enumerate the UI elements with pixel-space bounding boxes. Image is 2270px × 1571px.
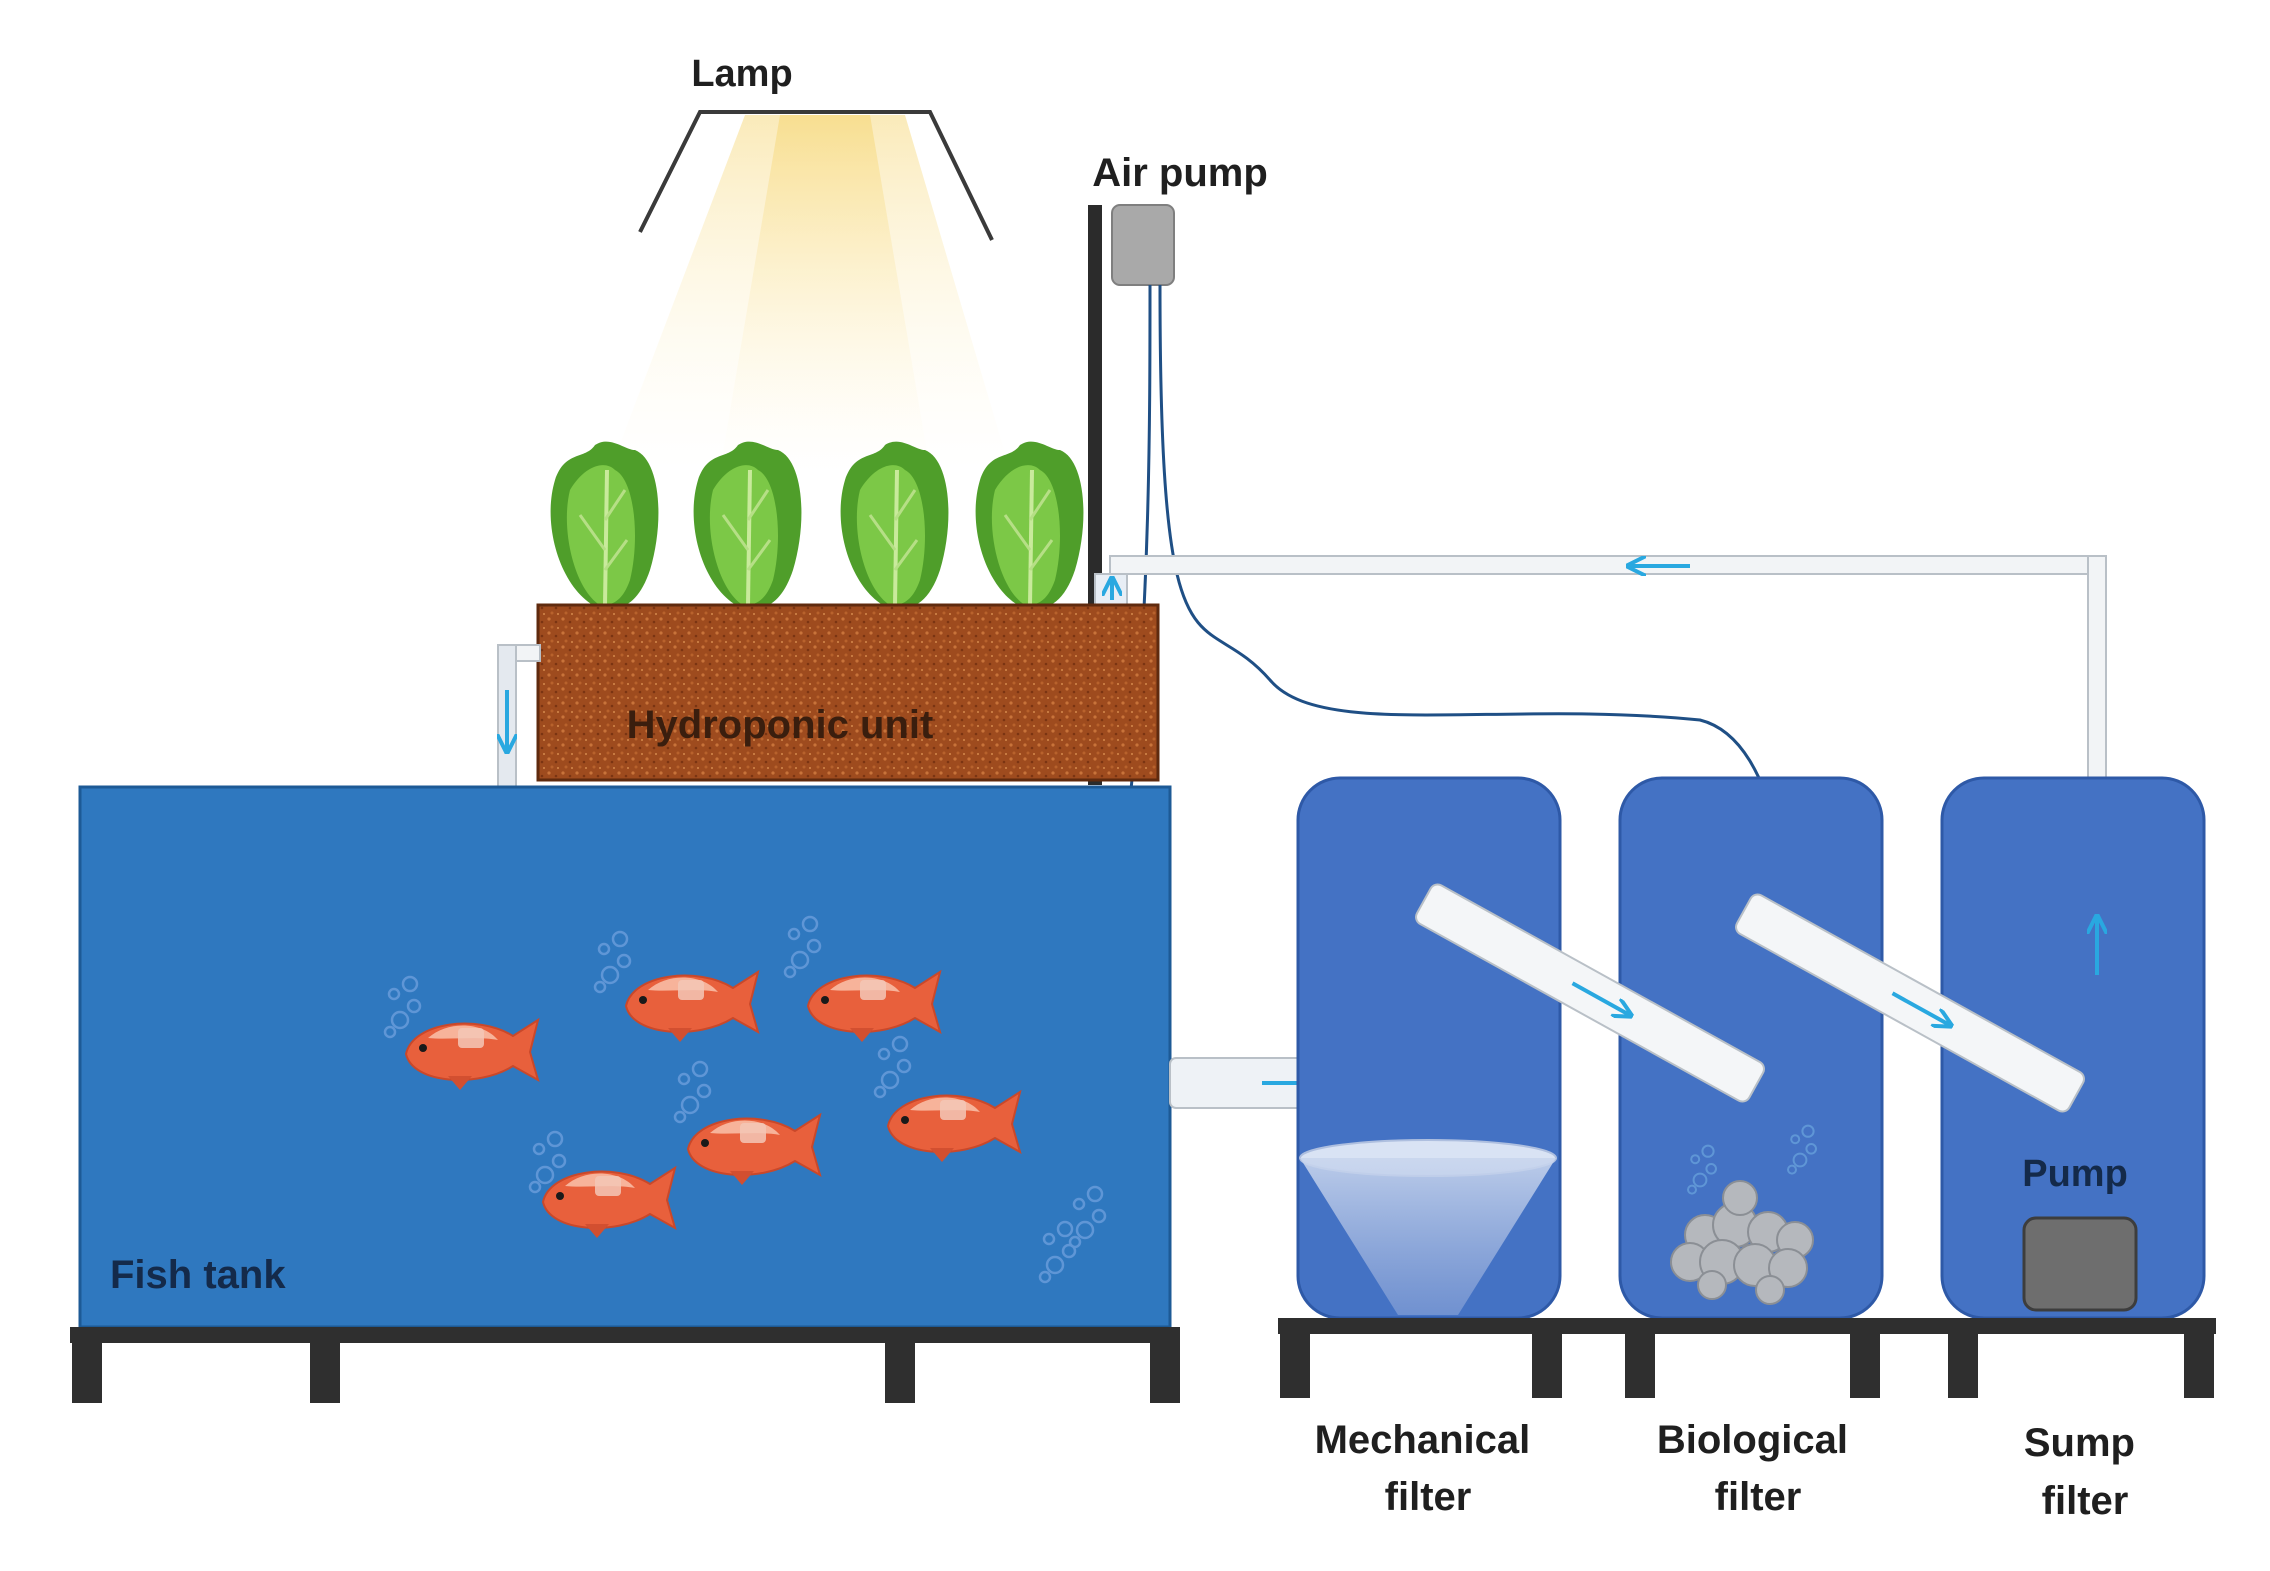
- funnel-icon: [1299, 1139, 1557, 1315]
- bio-media-icon: [1670, 1180, 1814, 1305]
- hydroponic-unit-label: Hydroponic unit: [627, 703, 934, 747]
- lettuce-icon: [548, 439, 661, 612]
- filter-stand: [1278, 1318, 2216, 1398]
- lettuce-icon: [838, 439, 951, 612]
- fish-tank-label: Fish tank: [110, 1253, 286, 1297]
- pump-icon: [2022, 1216, 2138, 1312]
- mechanical-filter-label: Mechanical filter: [1315, 1418, 1542, 1519]
- fish-tank: [78, 785, 1172, 1329]
- air-pump-icon: [1111, 204, 1175, 286]
- connector-pipe: [1415, 883, 2085, 1113]
- air-pump-label: Air pump: [1092, 151, 1268, 195]
- lamp-label: Lamp: [691, 53, 792, 95]
- lettuce-icon: [973, 439, 1086, 612]
- fish-tank-stand: [70, 1327, 1180, 1403]
- sump-filter-label: Sump filter: [2024, 1421, 2146, 1523]
- lamp-icon: [610, 110, 1010, 470]
- flow-arrows: [507, 566, 2097, 975]
- biological-filter-label: Biological filter: [1657, 1418, 1859, 1519]
- lettuce-icon: [691, 439, 804, 612]
- pump-label: Pump: [2022, 1153, 2128, 1195]
- hydroponic-unit: [536, 603, 1160, 782]
